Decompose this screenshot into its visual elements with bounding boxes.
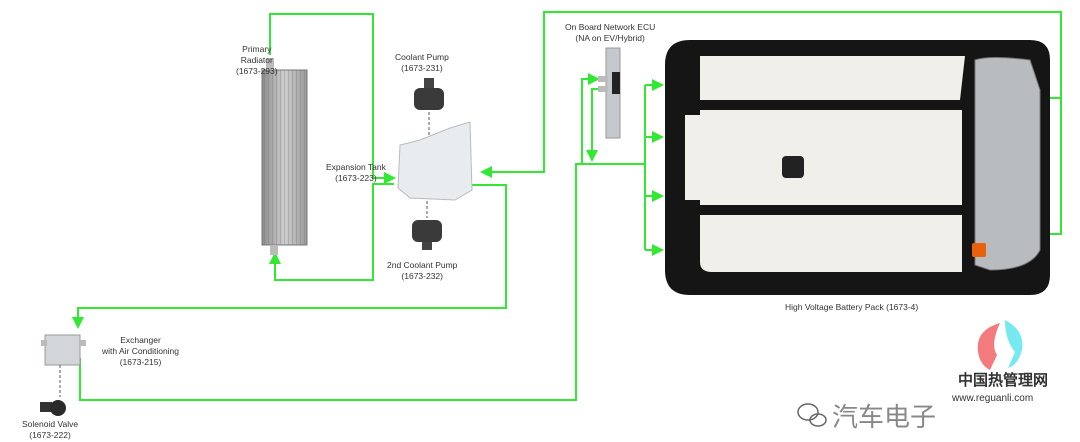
ecu-image xyxy=(598,47,621,139)
solenoid-valve-name: Solenoid Valve xyxy=(22,419,79,429)
flow-battery-to-tank xyxy=(480,11,1062,235)
exchanger-label: Exchanger with Air Conditioning (1673-21… xyxy=(102,335,179,368)
ecu-label: On Board Network ECU (NA on EV/Hybrid) xyxy=(565,22,655,44)
watermark-site-name: 中国热管理网 xyxy=(958,372,1049,389)
watermark-site-url: www.reguanli.com xyxy=(952,393,1034,404)
expansion-tank-name: Expansion Tank xyxy=(326,162,386,172)
reguanli-logo xyxy=(977,320,1023,370)
coolant-pump-part: (1673-231) xyxy=(401,63,443,73)
battery-pack-name: High Voltage Battery Pack (1673-4) xyxy=(785,302,919,312)
coolant-pump-name: Coolant Pump xyxy=(395,52,449,62)
second-coolant-pump-image xyxy=(412,196,442,250)
exchanger-name-line1: Exchanger xyxy=(120,335,161,345)
primary-radiator-image xyxy=(261,58,308,255)
solenoid-valve-part: (1673-222) xyxy=(29,430,71,440)
second-coolant-pump-part: (1673-232) xyxy=(401,271,443,281)
expansion-tank-image xyxy=(397,121,473,201)
coolant-pump-label: Coolant Pump (1673-231) xyxy=(395,52,449,74)
expansion-tank-label: Expansion Tank (1673-223) xyxy=(326,162,386,184)
expansion-tank-part: (1673-223) xyxy=(335,173,377,183)
battery-pack-label: High Voltage Battery Pack (1673-4) xyxy=(785,302,918,313)
second-coolant-pump-name: 2nd Coolant Pump xyxy=(387,260,458,270)
primary-radiator-name-line1: Primary xyxy=(242,44,272,54)
flow-radiator-to-tank xyxy=(269,13,396,184)
flow-ecu-out xyxy=(586,88,598,162)
wechat-icon xyxy=(797,403,827,427)
ecu-name: On Board Network ECU xyxy=(565,22,656,32)
flow-to-ecu-in xyxy=(581,73,600,164)
primary-radiator-name-line2: Radiator xyxy=(240,55,273,65)
coolant-flow-lines xyxy=(72,11,1062,401)
watermark-channel: 汽车电子 xyxy=(832,402,937,432)
ecu-note: (NA on EV/Hybrid) xyxy=(575,33,645,43)
primary-radiator-label: Primary Radiator (1673-293) xyxy=(236,44,278,77)
exchanger-part: (1673-215) xyxy=(119,357,162,367)
battery-pack-image xyxy=(665,40,1050,295)
flow-tank-to-exchanger xyxy=(72,184,507,329)
flow-exchanger-to-battery xyxy=(79,163,645,401)
primary-radiator-part: (1673-293) xyxy=(236,66,278,76)
solenoid-valve-label: Solenoid Valve (1673-222) xyxy=(22,419,78,441)
coolant-pump-image xyxy=(414,78,444,140)
exchanger-name-line2: with Air Conditioning xyxy=(102,346,180,356)
solenoid-valve-image xyxy=(40,400,66,416)
exchanger-image xyxy=(41,334,86,397)
second-coolant-pump-label: 2nd Coolant Pump (1673-232) xyxy=(387,260,457,282)
flow-tank-to-radiator xyxy=(269,183,394,281)
